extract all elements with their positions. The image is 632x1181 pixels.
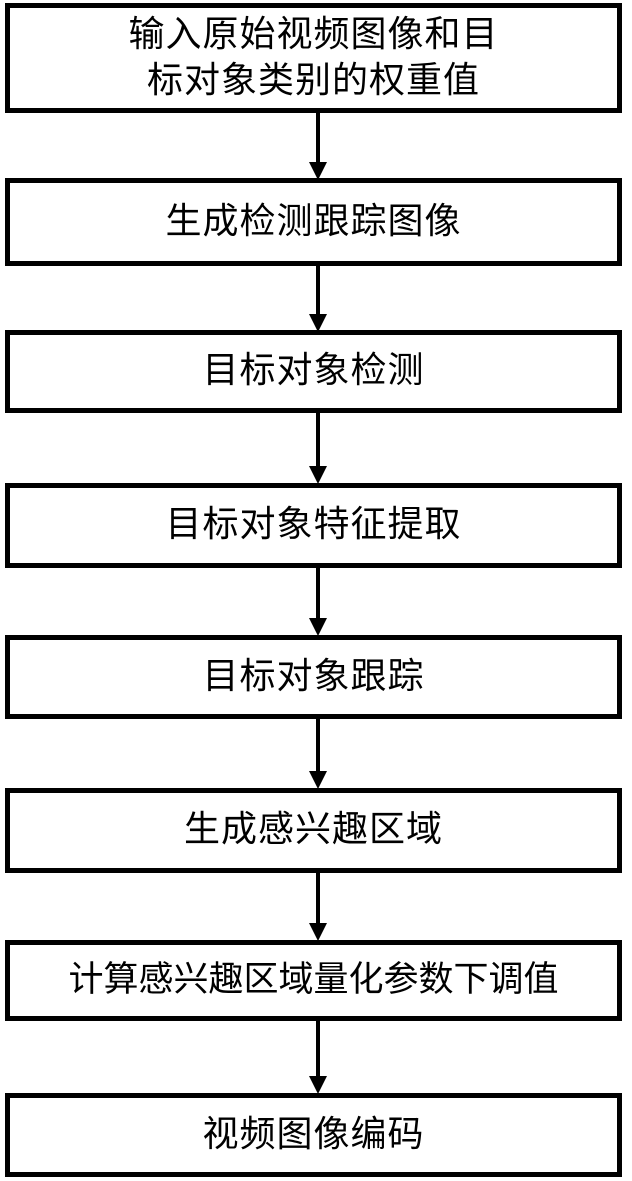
arrow-stem: [316, 265, 320, 314]
flowchart-node-step-6: 生成感兴趣区域: [5, 788, 622, 873]
flowchart-node-label: 目标对象检测: [202, 350, 425, 392]
arrow-head: [309, 923, 327, 941]
arrow-down-icon: [309, 1020, 327, 1094]
arrow-down-icon: [309, 872, 327, 941]
arrow-head: [309, 466, 327, 484]
arrow-down-icon: [309, 412, 327, 484]
flowchart-node-label: 计算感兴趣区域量化参数下调值: [68, 960, 559, 1001]
arrow-stem: [316, 112, 320, 162]
flowchart-node-step-5: 目标对象跟踪: [5, 635, 622, 719]
arrow-head: [309, 771, 327, 789]
flowchart-node-step-4: 目标对象特征提取: [5, 483, 622, 568]
flowchart-node-label: 输入原始视频图像和目 标对象类别的权重值: [128, 13, 499, 101]
arrow-stem: [316, 1020, 320, 1076]
arrow-head: [309, 314, 327, 332]
flowchart-node-label: 目标对象跟踪: [202, 655, 425, 697]
flowchart-node-step-7: 计算感兴趣区域量化参数下调值: [5, 940, 622, 1021]
arrow-down-icon: [309, 265, 327, 332]
arrow-down-icon: [309, 112, 327, 180]
flowchart-node-step-3: 目标对象检测: [5, 330, 622, 413]
flowchart-node-step-1: 输入原始视频图像和目 标对象类别的权重值: [5, 3, 622, 113]
arrow-head: [309, 618, 327, 636]
flowchart-node-step-8: 视频图像编码: [5, 1093, 622, 1177]
arrow-stem: [316, 872, 320, 923]
flowchart-node-label: 生成感兴趣区域: [183, 809, 443, 851]
flowchart-node-step-2: 生成检测跟踪图像: [5, 178, 622, 266]
arrow-down-icon: [309, 718, 327, 789]
arrow-head: [309, 162, 327, 180]
flowchart-node-label: 视频图像编码: [202, 1113, 425, 1155]
arrow-stem: [316, 567, 320, 618]
arrow-stem: [316, 412, 320, 466]
flowchart-node-label: 生成检测跟踪图像: [165, 200, 462, 242]
arrow-down-icon: [309, 567, 327, 636]
arrow-stem: [316, 718, 320, 771]
arrow-head: [309, 1076, 327, 1094]
flowchart-node-label: 目标对象特征提取: [165, 504, 462, 546]
